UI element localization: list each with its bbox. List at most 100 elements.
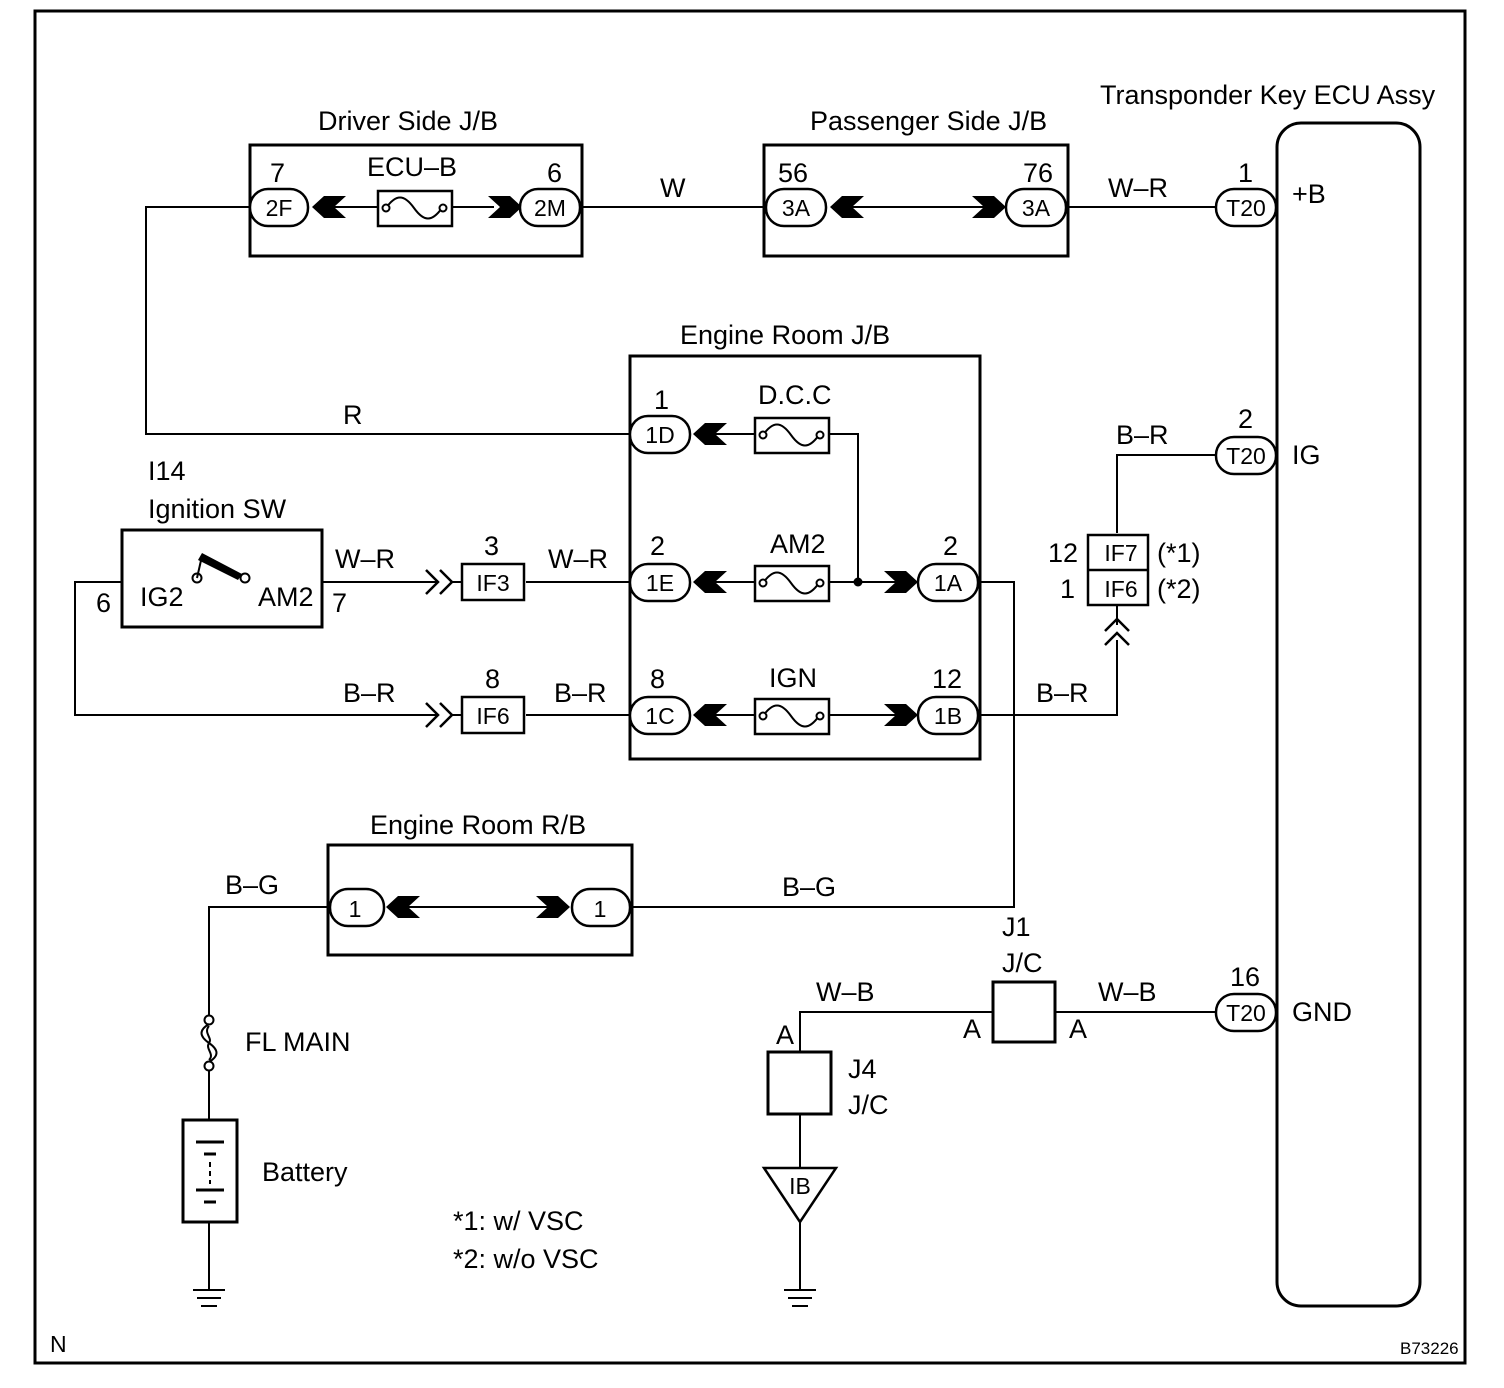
engine-rb-label: Engine Room R/B: [370, 810, 586, 840]
connector-3a-right: 3A: [1022, 195, 1051, 221]
connector-1a: 1A: [934, 570, 963, 596]
fuse-dcc-label: D.C.C: [758, 380, 832, 410]
fl-main-fuse: FL MAIN: [200, 1014, 351, 1072]
connector-3a-left: 3A: [782, 195, 811, 221]
pin-t20-16: 16: [1230, 962, 1260, 992]
connector-if3: IF3 3: [425, 531, 526, 602]
connector-if6: IF6 8: [425, 664, 526, 735]
ecu-pin-gnd: GND: [1292, 997, 1352, 1027]
fl-main-label: FL MAIN: [245, 1027, 351, 1057]
pin-1d: 1: [654, 385, 669, 415]
footer-left: N: [50, 1331, 67, 1357]
wire-wr-sw-label: W–R: [335, 544, 395, 574]
svg-text:IF7: IF7: [1104, 540, 1137, 566]
connector-t20-b: 1 T20: [1214, 158, 1278, 228]
wire-bg-right-label: B–G: [782, 872, 836, 902]
j4-type: J/C: [848, 1090, 889, 1120]
ignition-code: I14: [148, 456, 186, 486]
j4-pin-a: A: [776, 1020, 794, 1050]
svg-text:T20: T20: [1226, 195, 1266, 221]
engine-room-jb: Engine Room J/B 1 1D D.C.C 2 1E AM2 2 1A…: [628, 320, 982, 761]
pin-2m: 6: [547, 158, 562, 188]
ignition-switch: I14 Ignition SW IG2 AM2 6 7: [96, 456, 347, 629]
j1-pin-right: A: [1069, 1014, 1087, 1044]
j4-junction: A J4 J/C: [766, 1020, 889, 1120]
passenger-jb-label: Passenger Side J/B: [810, 106, 1047, 136]
wire-r-label: R: [343, 400, 363, 430]
driver-side-jb: Driver Side J/B 7 2F ECU–B 6 2M: [248, 106, 584, 258]
ignition-am2: AM2: [258, 582, 314, 612]
wire-br-sw-label: B–R: [343, 678, 396, 708]
ground-point-ib: IB: [761, 1166, 839, 1225]
wire-w-label: W: [660, 173, 686, 203]
ignition-ig2: IG2: [140, 582, 184, 612]
pin-1a: 2: [943, 531, 958, 561]
diagram-frame: [33, 9, 1467, 1365]
connector-if7-if6: IF7 IF6 12 1 (*1) (*2): [1048, 533, 1201, 646]
pin-t20-2: 2: [1238, 404, 1253, 434]
j1-junction: J1 J/C A A: [963, 912, 1087, 1044]
connector-t20-gnd: 16 T20: [1214, 962, 1278, 1033]
pin-1e: 2: [650, 531, 665, 561]
connector-rb-1-right: 1: [594, 896, 607, 922]
pin-76: 76: [1023, 158, 1053, 188]
ignition-label: Ignition SW: [148, 494, 287, 524]
connector-2f: 2F: [266, 195, 293, 221]
pin-if6-1: 1: [1060, 574, 1075, 604]
transponder-ecu: Transponder Key ECU Assy +B IG GND: [1100, 80, 1436, 1308]
wire-br-if6-label: B–R: [554, 678, 607, 708]
wire-br-ig-label: B–R: [1116, 420, 1169, 450]
svg-text:IF3: IF3: [476, 570, 509, 596]
wire-wr-if3-label: W–R: [548, 544, 608, 574]
connector-t20-ig: 2 T20: [1214, 404, 1278, 476]
connector-1c: 1C: [645, 703, 674, 729]
wire-bg-left-label: B–G: [225, 870, 279, 900]
driver-jb-label: Driver Side J/B: [318, 106, 498, 136]
ground-icon: [193, 1289, 225, 1307]
passenger-side-jb: Passenger Side J/B 56 3A 76 3A: [762, 106, 1070, 258]
connector-2m: 2M: [534, 195, 566, 221]
pin-if3: 3: [484, 531, 499, 561]
pin-t20-1: 1: [1238, 158, 1253, 188]
battery: Battery: [181, 1118, 348, 1224]
svg-text:T20: T20: [1226, 443, 1266, 469]
note-1: *1: w/ VSC: [453, 1206, 584, 1236]
ground-ib-label: IB: [789, 1173, 811, 1199]
connector-rb-1-left: 1: [349, 896, 362, 922]
wire-wb-right-label: W–B: [1098, 977, 1157, 1007]
wire-wr-top-label: W–R: [1108, 173, 1168, 203]
splice-point: [853, 577, 863, 587]
connector-1e: 1E: [646, 570, 674, 596]
wires: [74, 206, 1278, 1290]
ignition-pin-7: 7: [332, 588, 347, 618]
engine-jb-label: Engine Room J/B: [680, 320, 890, 350]
ecu-pin-b: +B: [1292, 179, 1326, 209]
j1-type: J/C: [1002, 948, 1043, 978]
footer-code: B73226: [1400, 1339, 1459, 1358]
svg-text:IF6: IF6: [476, 703, 509, 729]
j4-code: J4: [848, 1054, 877, 1084]
battery-label: Battery: [262, 1157, 348, 1187]
j1-pin-left: A: [963, 1014, 981, 1044]
fuse-ecu-b-label: ECU–B: [367, 152, 457, 182]
pin-2f: 7: [270, 158, 285, 188]
ignition-pin-6: 6: [96, 588, 111, 618]
wire-wb-left-label: W–B: [816, 977, 875, 1007]
pin-if7-12: 12: [1048, 538, 1078, 568]
svg-text:T20: T20: [1226, 1000, 1266, 1026]
note-star2: (*2): [1157, 574, 1201, 604]
connector-1d: 1D: [645, 422, 674, 448]
fuse-ign-label: IGN: [769, 663, 817, 693]
fuse-am2-label: AM2: [770, 529, 826, 559]
ground-icon: [784, 1289, 816, 1307]
note-2: *2: w/o VSC: [453, 1244, 599, 1274]
svg-text:IF6: IF6: [1104, 576, 1137, 602]
note-star1: (*1): [1157, 538, 1201, 568]
engine-room-rb: Engine Room R/B 1 1: [326, 810, 634, 957]
pin-1c: 8: [650, 664, 665, 694]
ecu-pin-ig: IG: [1292, 440, 1321, 470]
j1-code: J1: [1002, 912, 1031, 942]
pin-if6: 8: [485, 664, 500, 694]
pin-56: 56: [778, 158, 808, 188]
